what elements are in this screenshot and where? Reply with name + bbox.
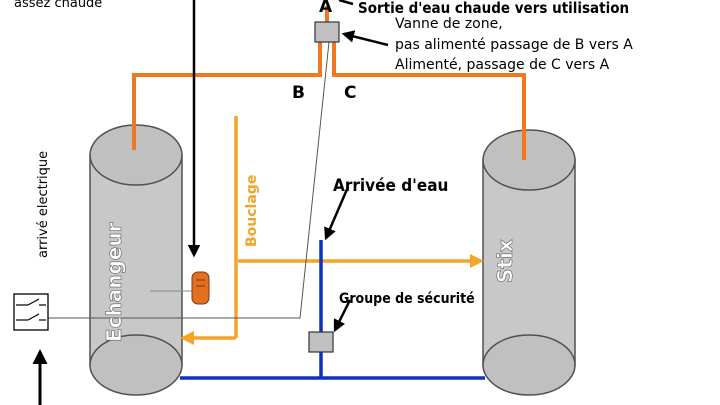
safety-group-valve — [308, 331, 334, 353]
a-arrow — [338, 0, 354, 6]
label-b: B — [292, 83, 305, 103]
pipe-c — [332, 42, 526, 160]
zone-valve — [314, 21, 340, 43]
safety-group-label: Groupe de sécurité — [339, 291, 475, 307]
storage-tank — [482, 129, 576, 396]
exchanger-tank — [89, 124, 196, 396]
thermostat-sensor-icon — [191, 271, 210, 305]
label-c: C — [344, 83, 356, 103]
top-left-fragment: assez chaude — [14, 0, 102, 11]
electric-supply-label: arrivé electrique — [36, 151, 51, 258]
cold-water-pipes — [180, 240, 485, 380]
hot-water-outlet-label: Sortie d'eau chaude vers utilisation — [358, 0, 629, 17]
inlet-arrow — [324, 186, 350, 241]
water-inlet-label: Arrivée d'eau — [333, 176, 448, 196]
zone-valve-title: Vanne de zone, — [395, 16, 503, 32]
control-wires — [48, 41, 330, 319]
hot-water-pipes — [132, 6, 526, 160]
label-a: A — [319, 0, 333, 17]
zone-valve-line-3: Alimenté, passage de C vers A — [395, 57, 610, 73]
annotation-arrows — [32, 0, 389, 405]
zone-valve-arrow — [341, 30, 389, 47]
zone-valve-line-2: pas alimenté passage de B vers A — [395, 37, 633, 53]
bouclage-label: Bouclage — [244, 175, 260, 247]
storage-tank-label: Stix — [493, 239, 517, 283]
electrical-switch-icon — [13, 293, 49, 331]
safety-arrow — [333, 299, 352, 333]
loop-pipes — [180, 116, 484, 345]
valve-wire — [48, 41, 330, 319]
pipe-b — [132, 42, 322, 150]
exchanger-label: Echangeur — [102, 222, 126, 342]
